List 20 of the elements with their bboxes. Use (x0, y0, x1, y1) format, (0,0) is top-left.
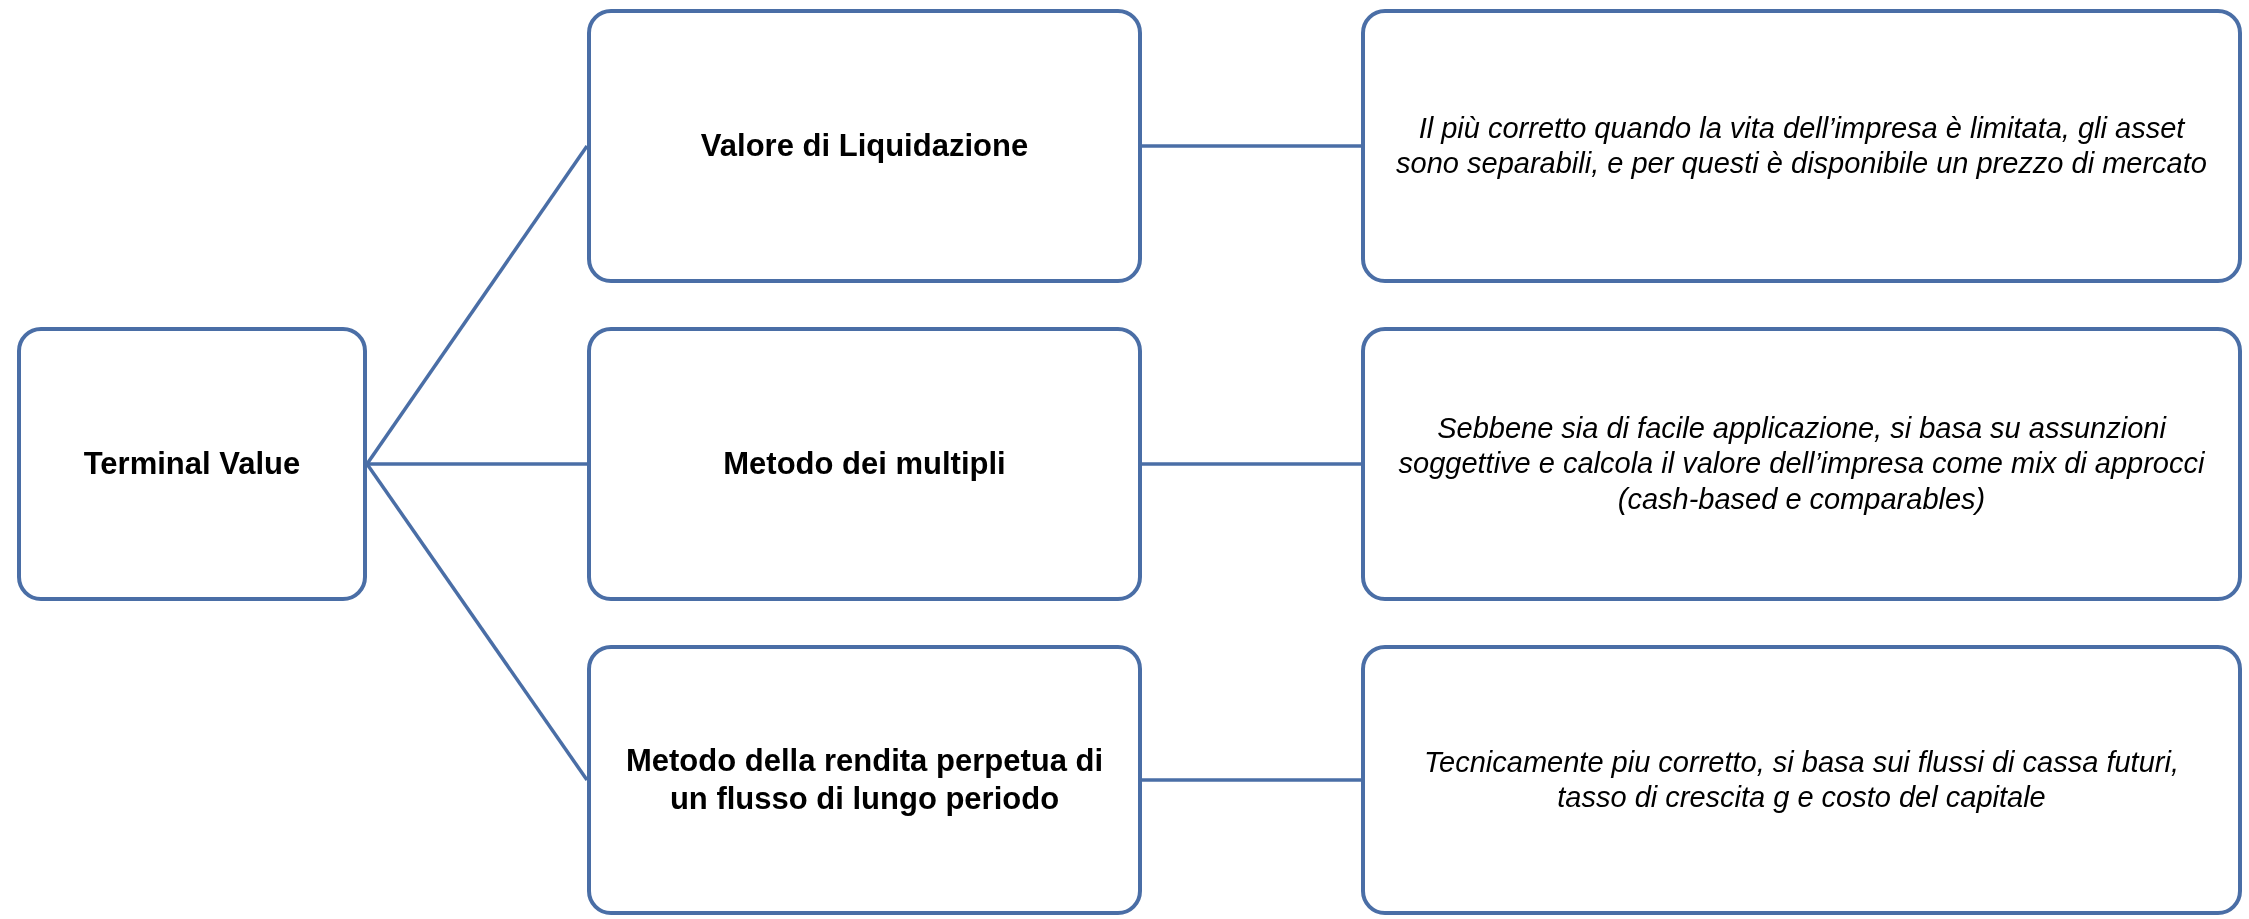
method-label: Metodo della rendita perpetua di un flusso di lungo periodo (624, 742, 1105, 818)
connector-line (1142, 144, 1361, 148)
connector-line (365, 463, 589, 781)
description-text: Sebbene sia di facile applicazione, si basa su assunzioni soggettive e calcola il valore dell’impresa come mix di approcci (cash-based e comparables) (1397, 410, 2206, 517)
connector-line (1142, 778, 1361, 782)
description-text: Il più corretto quando la vita dell’impresa è limitata, gli asset sono separabili, e per questi è disponibile un prezzo di mercato (1395, 110, 2208, 181)
method-box (587, 327, 1142, 601)
method-label: Valore di Liquidazione (700, 127, 1029, 165)
method-label: Metodo dei multipli (723, 445, 1006, 483)
description-box (1361, 645, 2242, 915)
method-label: Terminal Value (83, 445, 301, 483)
description-box (1361, 9, 2242, 283)
description-box (1361, 327, 2242, 601)
connector-line (1142, 462, 1361, 466)
method-box (587, 9, 1142, 283)
description-text: Tecnicamente piu corretto, si basa sui flussi di cassa futuri, tasso di crescita g e costo del capitale (1423, 744, 2180, 815)
method-box (587, 645, 1142, 915)
connector-line (367, 462, 587, 466)
method-box (17, 327, 367, 601)
connector-line (365, 145, 589, 465)
